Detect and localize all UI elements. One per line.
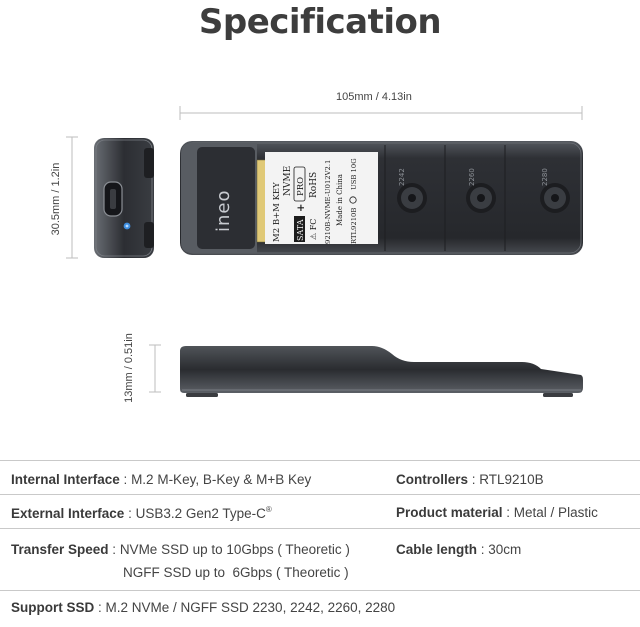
transfer-speed-value-2: NGFF SSD up to 6Gbps ( Theoretic ) — [123, 565, 349, 580]
registered-mark: ® — [265, 505, 272, 514]
brand-logo: ineo — [213, 190, 234, 233]
spec-row-4: Support SSD : M.2 NVMe / NGFF SSD 2230, … — [0, 590, 640, 627]
label-made-in: Made in China — [336, 174, 344, 226]
support-ssd: Support SSD : M.2 NVMe / NGFF SSD 2230, … — [11, 600, 396, 615]
spec-row-2: External Interface : USB3.2 Gen2 Type-C®… — [0, 494, 640, 529]
page-title: Specification — [198, 2, 442, 42]
spec-row-3: Transfer Speed : NVMe SSD up to 10Gbps (… — [0, 528, 640, 591]
product-material-label: Product material — [396, 505, 503, 520]
support-ssd-value: M.2 NVMe / NGFF SSD 2230, 2242, 2260, 22… — [105, 600, 396, 615]
label-usb: USB 10G — [350, 158, 358, 190]
top-view: ineo 2242 2260 2280 M2 B+M KEY NVME PRO … — [180, 141, 583, 255]
screw-2260 — [466, 183, 496, 213]
support-ssd-label: Support SSD — [11, 600, 95, 615]
controllers-label: Controllers — [396, 472, 469, 487]
product-drawing: ineo 2242 2260 2280 M2 B+M KEY NVME PRO … — [66, 106, 583, 397]
label-chip: RTL9210B — [350, 208, 358, 244]
product-material-value: Metal / Plastic — [513, 505, 598, 520]
label-nvme: NVME — [283, 166, 293, 196]
side-view — [180, 346, 583, 397]
controllers-value: RTL9210B — [479, 472, 544, 487]
label-model: 9210B-NVME-U012V2.1 — [324, 160, 332, 244]
length-dimension-label: 105mm / 4.13in — [336, 91, 412, 103]
spec-row-1: Internal Interface : M.2 M-Key, B-Key & … — [0, 460, 640, 495]
plus-sign: + — [296, 204, 307, 212]
label-rohs: RoHS — [309, 172, 319, 198]
product-label — [265, 152, 378, 244]
cable-length-label: Cable length — [396, 542, 478, 557]
cable-length-value: 30cm — [488, 542, 522, 557]
label-key-line: M2 B+M KEY — [272, 182, 282, 242]
label-pro: PRO — [296, 177, 306, 196]
end-view — [94, 138, 154, 258]
controllers: Controllers : RTL9210B — [396, 472, 544, 487]
internal-interface-label: Internal Interface — [11, 472, 120, 487]
external-interface: External Interface : USB3.2 Gen2 Type-C® — [11, 505, 272, 521]
screw-2242 — [397, 183, 427, 213]
mark-2280: 2280 — [541, 168, 549, 186]
label-sata: SATA — [296, 219, 305, 241]
external-interface-label: External Interface — [11, 506, 125, 521]
mark-2242: 2242 — [398, 168, 406, 186]
cable-length: Cable length : 30cm — [396, 542, 522, 557]
transfer-speed-value-1: NVMe SSD up to 10Gbps ( Theoretic ) — [119, 542, 350, 557]
internal-interface-value: M.2 M-Key, B-Key & M+B Key — [131, 472, 312, 487]
product-material: Product material : Metal / Plastic — [396, 505, 598, 520]
screw-2280 — [540, 183, 570, 213]
transfer-speed: Transfer Speed : NVMe SSD up to 10Gbps (… — [11, 542, 350, 557]
transfer-speed-label: Transfer Speed — [11, 542, 109, 557]
mark-2260: 2260 — [468, 168, 476, 186]
certification-marks: ⚠ FC — [309, 219, 318, 240]
internal-interface: Internal Interface : M.2 M-Key, B-Key & … — [11, 472, 312, 487]
external-interface-value: USB3.2 Gen2 Type-C — [135, 506, 266, 521]
